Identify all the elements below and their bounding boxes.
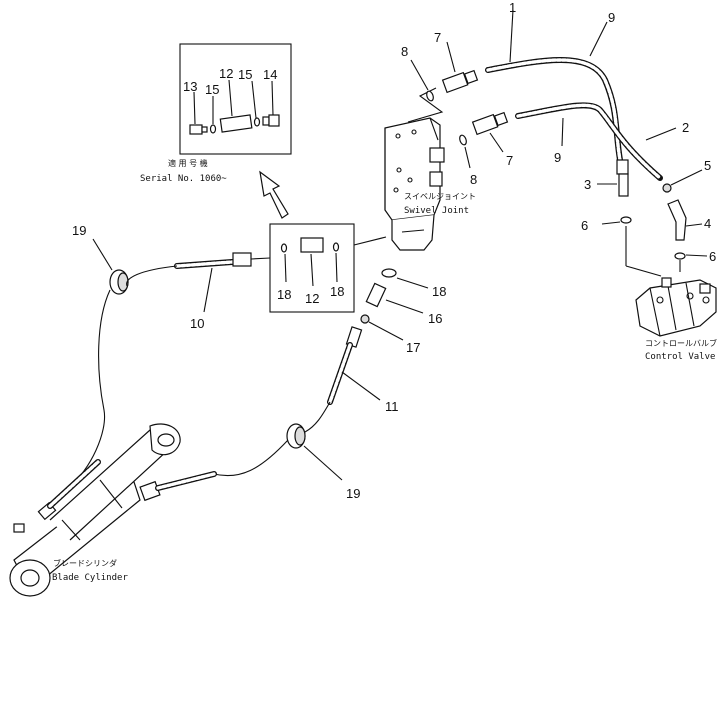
callout-13: 13 — [183, 79, 197, 94]
callout-2: 2 — [682, 120, 689, 135]
callout-5: 5 — [704, 158, 711, 173]
hose-11 — [304, 326, 381, 433]
hose-run-right — [213, 439, 289, 477]
callout-7a: 7 — [434, 30, 441, 45]
fitting-13 — [189, 124, 208, 135]
callout-6b: 6 — [709, 249, 716, 264]
o-ring-5 — [662, 183, 672, 193]
callout-19a: 19 — [72, 223, 86, 238]
callout-12b: 12 — [305, 291, 319, 306]
callout-15b: 15 — [238, 67, 252, 82]
fitting-16 — [365, 282, 424, 314]
connector-12b — [300, 237, 324, 253]
swivel-caption-jp: スイベルジョイント — [404, 192, 476, 201]
callout-3: 3 — [584, 177, 591, 192]
callout-15a: 15 — [205, 82, 219, 97]
grommet-19a — [92, 238, 129, 295]
o-ring-15b — [253, 117, 261, 127]
fitting-4 — [667, 199, 703, 241]
fitting-7a — [441, 69, 479, 94]
connector-inset-box: 18 12 18 — [269, 223, 355, 313]
o-ring-8a — [426, 90, 434, 102]
o-ring-15a — [209, 124, 217, 134]
fitting-3 — [597, 159, 629, 197]
hose-9b — [515, 102, 663, 181]
callout-10: 10 — [190, 316, 204, 331]
callout-14: 14 — [263, 67, 277, 82]
o-ring-6b — [674, 252, 686, 260]
serial-inset-box: 13 15 12 15 14 — [179, 43, 292, 155]
swivel-caption-en: Swivel Joint — [404, 206, 469, 216]
callout-8b: 8 — [470, 172, 477, 187]
callout-4: 4 — [704, 216, 711, 231]
hose-10 — [174, 252, 271, 313]
callout-17: 17 — [406, 340, 420, 355]
o-ring-18a — [280, 243, 288, 253]
blade-caption-jp: ブレードシリンダ — [53, 558, 117, 568]
callout-18c: 18 — [432, 284, 446, 299]
control-valve — [635, 277, 717, 337]
serial-caption-en: Serial No. 1060~ — [140, 174, 227, 184]
fitting-7b — [471, 111, 509, 136]
grommet-19b — [286, 423, 343, 481]
o-ring-18b — [332, 242, 340, 252]
arrow-to-inset — [259, 170, 289, 219]
callout-1: 1 — [509, 0, 516, 15]
o-ring-8b — [459, 134, 467, 146]
control-caption-jp: コントロールバルブ — [645, 338, 717, 348]
blade-caption-en: Blade Cylinder — [52, 573, 128, 583]
o-ring-6a — [620, 216, 632, 224]
o-ring-17 — [360, 314, 370, 324]
callout-16: 16 — [428, 311, 442, 326]
callout-7b: 7 — [506, 153, 513, 168]
serial-caption-jp: 適 用 号 機 — [168, 158, 208, 168]
callout-18b: 18 — [330, 284, 344, 299]
callout-8a: 8 — [401, 44, 408, 59]
fitting-14 — [262, 114, 280, 127]
callout-9a: 9 — [608, 10, 615, 25]
hose-run-left — [69, 289, 111, 487]
o-ring-18c — [381, 268, 397, 278]
swivel-joint — [384, 87, 445, 251]
callout-6a: 6 — [581, 218, 588, 233]
callout-9b: 9 — [554, 150, 561, 165]
callout-18a: 18 — [277, 287, 291, 302]
callout-11: 11 — [385, 399, 399, 414]
control-caption-en: Control Valve — [645, 352, 715, 362]
callout-12a: 12 — [219, 66, 233, 81]
connector-12a — [219, 114, 253, 133]
blade-cylinder — [9, 423, 217, 597]
callout-19b: 19 — [346, 486, 360, 501]
